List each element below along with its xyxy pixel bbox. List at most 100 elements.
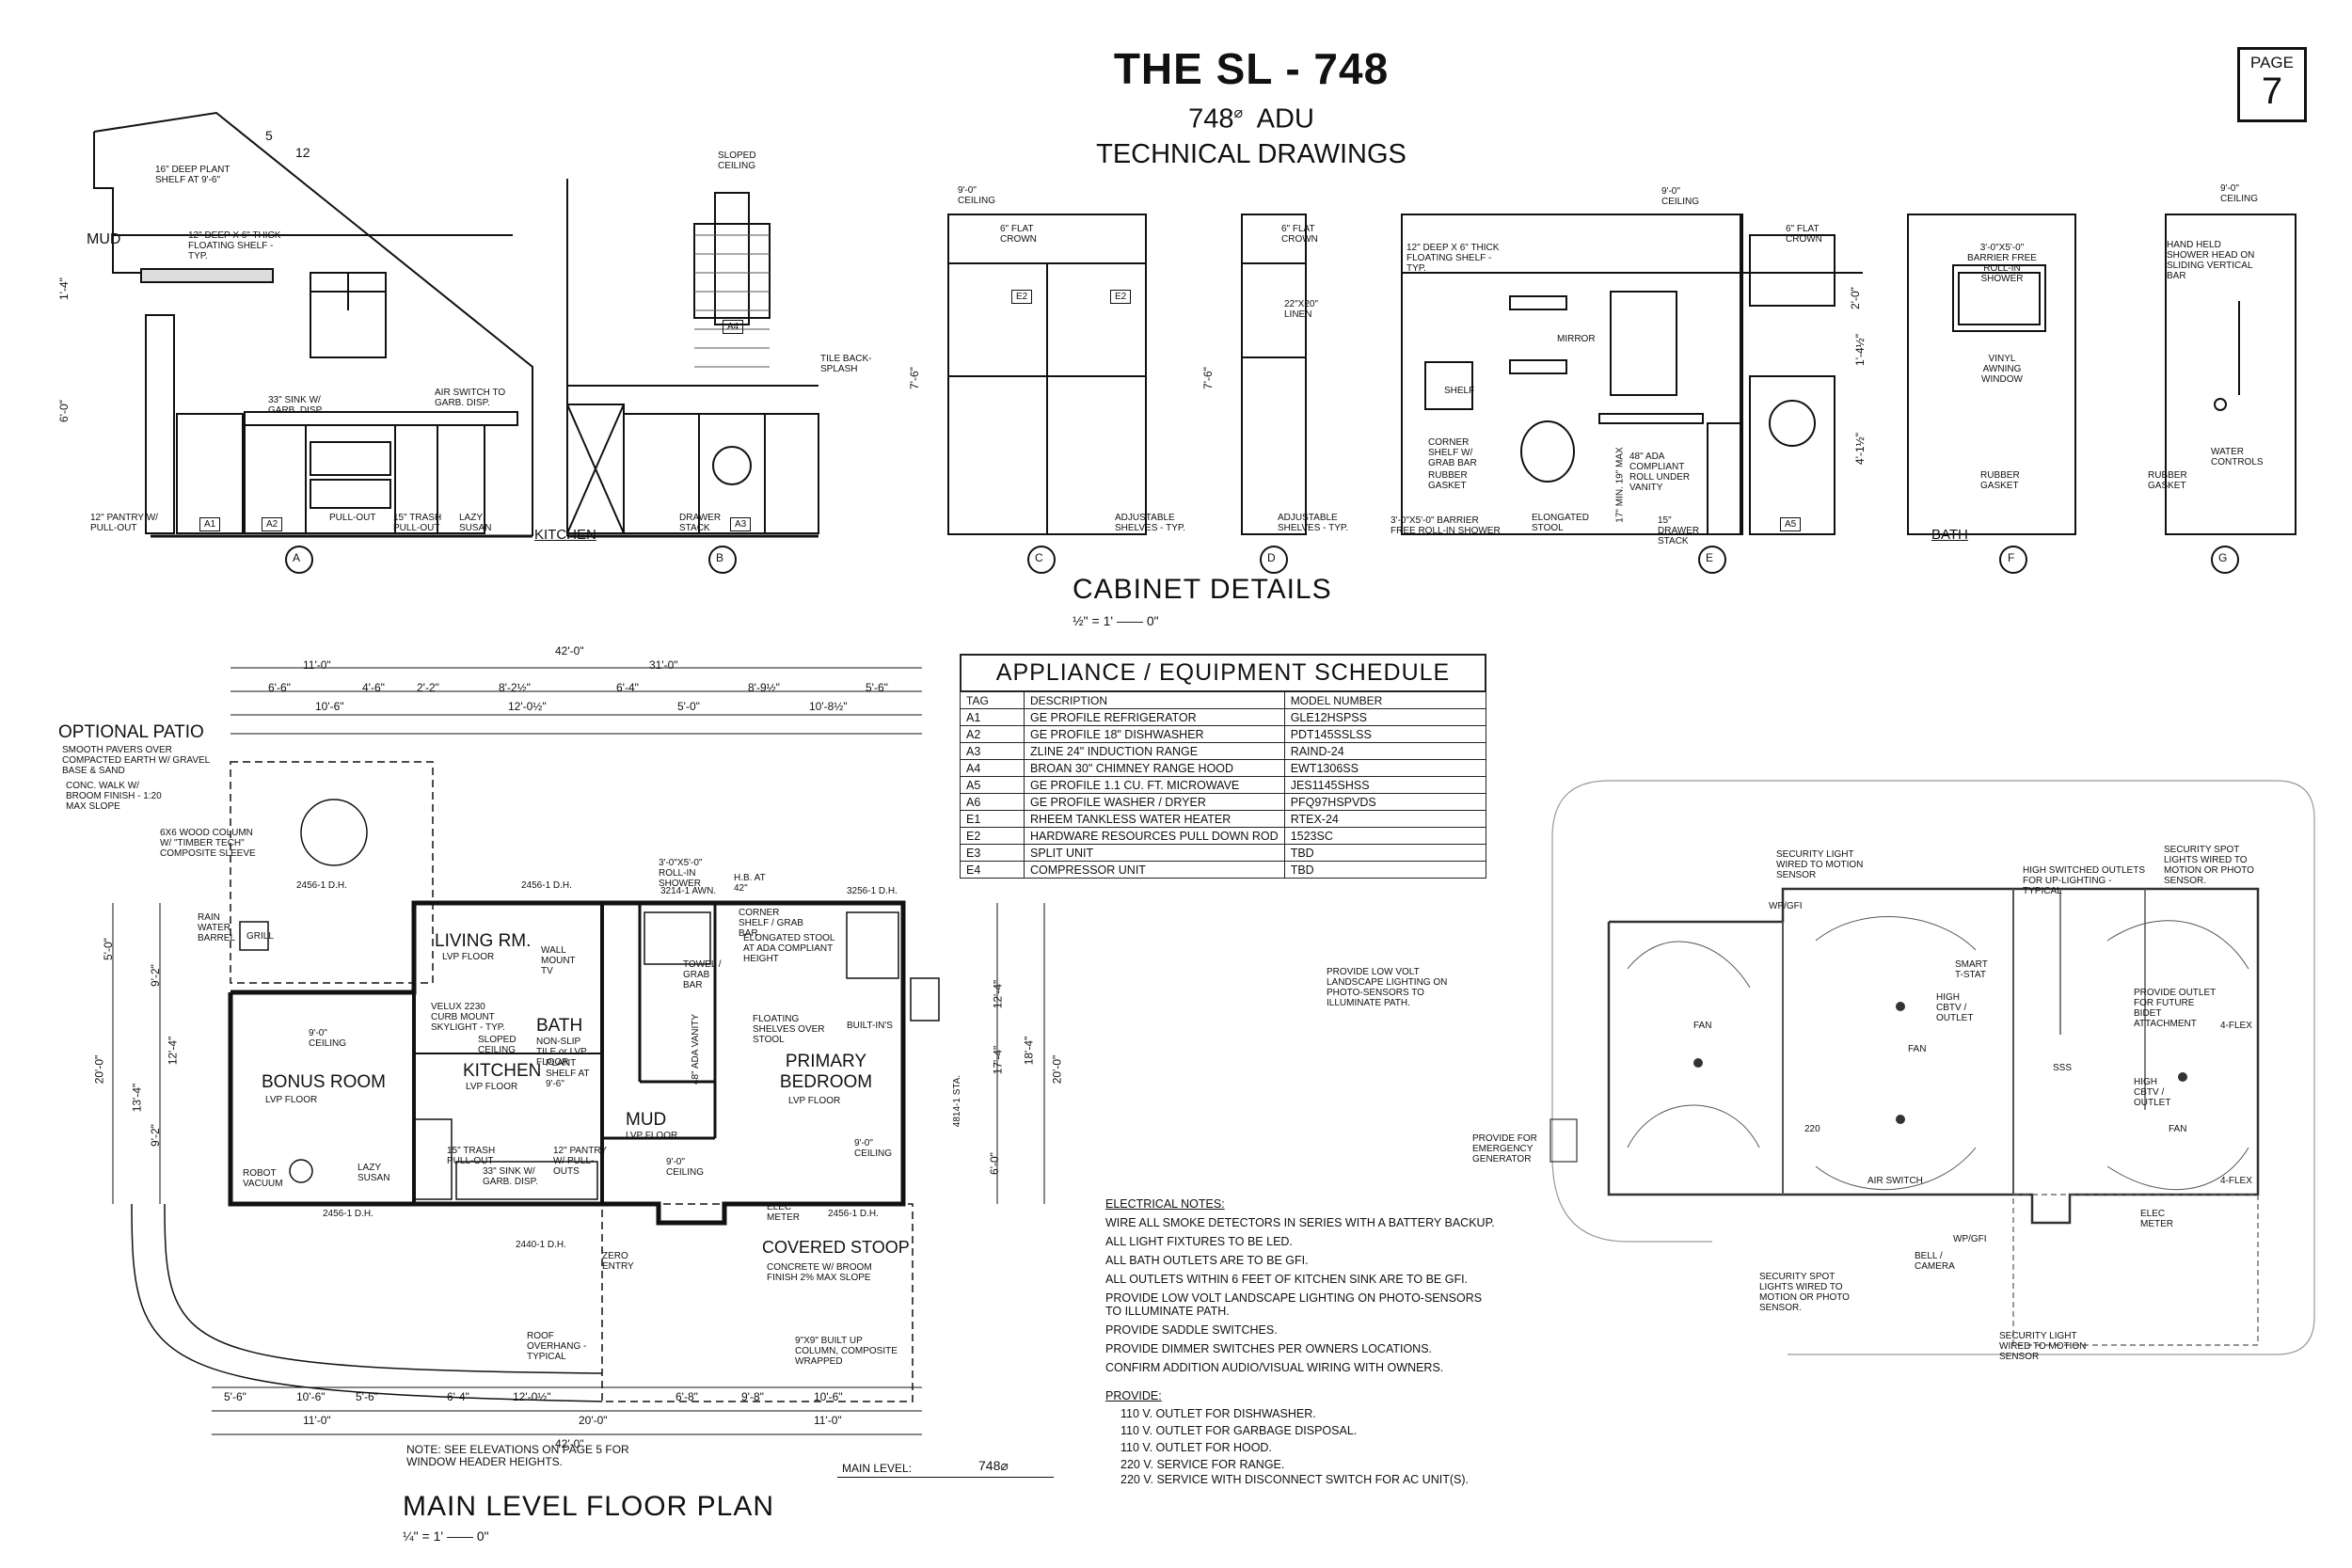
room-living-floor: LVP FLOOR	[442, 952, 495, 962]
covered-stoop-label: COVERED STOOP	[762, 1238, 910, 1257]
dim-side-2: 9'-2"	[148, 964, 162, 987]
dim-bottom-10: 20'-0"	[579, 1414, 608, 1427]
drawer15-note: 15" DRAWER STACK	[1658, 515, 1700, 546]
dim-c: 7'-6"	[907, 367, 921, 389]
awning-note: VINYL AWNING WINDOW	[1981, 354, 2023, 385]
cell-model: RTEX-24	[1283, 810, 1487, 828]
room-kitchen-floor: LVP FLOOR	[466, 1082, 518, 1092]
patio-outline	[230, 761, 434, 984]
dim-bottom-11: 11'-0"	[814, 1414, 842, 1427]
main-level-value: 748⌀	[978, 1458, 1009, 1473]
rain-barrel-note: RAIN WATER BARREL	[198, 912, 236, 943]
roof-pitch-run: 12	[295, 145, 310, 160]
dim-top-13: 10'-8½"	[809, 700, 848, 713]
elec-meter-plan-note: ELEC METER	[767, 1202, 800, 1223]
tag-e2-right: E2	[1110, 290, 1132, 304]
grill-note: GRILL	[246, 931, 274, 942]
window-3214: 3214-1 AWN.	[660, 886, 717, 896]
towel-grab-bar-note: TOWEL / GRAB BAR	[683, 959, 722, 990]
dim-bottom-8: 10'-6"	[814, 1390, 843, 1403]
dim-bottom-2: 5'-6"	[224, 1390, 246, 1403]
provide-title: PROVIDE:	[1105, 1389, 1162, 1402]
elevation-f-shower	[1907, 214, 2076, 535]
electrical-note: ALL LIGHT FIXTURES TO BE LED.	[1105, 1235, 1293, 1248]
washer-dryer	[1749, 375, 1836, 535]
cell-model: PDT145SSLSS	[1283, 725, 1487, 743]
rubber-gasket-note-g: RUBBER GASKET	[2148, 470, 2187, 491]
dim-side-6: 9'-2"	[148, 1124, 162, 1147]
built-ins-note: BUILT-IN'S	[847, 1021, 893, 1031]
ceiling-bonus-note: 9'-0" CEILING	[309, 1028, 347, 1049]
trash-plan-note: 15" TRASH PULL-OUT	[447, 1146, 496, 1166]
patio-note: SMOOTH PAVERS OVER COMPACTED EARTH W/ GR…	[62, 745, 210, 776]
sloped-ceiling-plan-note: SLOPED CEILING	[478, 1035, 516, 1055]
dim-top-4: 4'-6"	[362, 681, 385, 694]
window-4814: 4814-1 STA.	[952, 1074, 963, 1128]
adj-shelves-note-d: ADJUSTABLE SHELVES - TYP.	[1278, 513, 1349, 533]
landscape-lighting-plan-note: PROVIDE LOW VOLT LANDSCAPE LIGHTING ON P…	[1327, 967, 1448, 1008]
tag-a1: A1	[199, 517, 221, 531]
page-number-box: PAGE 7	[2237, 47, 2307, 122]
cell-description: GE PROFILE REFRIGERATOR	[1024, 708, 1285, 726]
flat-crown-note-e: 6" FLAT CROWN	[1786, 224, 1822, 245]
dim-a-2: 6'-0"	[56, 400, 71, 422]
dim-top-9: 5'-6"	[866, 681, 888, 694]
schedule-col-model: MODEL NUMBER	[1283, 691, 1487, 709]
rain-barrel	[239, 921, 269, 951]
room-kitchen: KITCHEN	[463, 1061, 542, 1081]
floor-plan-note: NOTE: SEE ELEVATIONS ON PAGE 5 FOR WINDO…	[406, 1443, 629, 1468]
provide-list: 110 V. OUTLET FOR DISHWASHER. 110 V. OUT…	[1105, 1405, 1501, 1486]
dim-top-overall: 42'-0"	[555, 644, 584, 657]
cell-model: PFQ97HSPVDS	[1283, 793, 1487, 811]
elevation-g-shower	[2165, 214, 2296, 535]
ceiling-note-c: 9'-0" CEILING	[958, 185, 996, 206]
floor-plan-scale: ¼" = 1' —— 0"	[403, 1528, 489, 1544]
dim-bottom-4: 6'-4"	[447, 1390, 469, 1403]
electrical-plan-drawing	[1549, 780, 2315, 1355]
window-2456-d: 2456-1 D.H.	[828, 1209, 879, 1219]
dim-e-vanity: 17" MIN. 19" MAX	[1614, 447, 1626, 523]
bell-camera-note: BELL / CAMERA	[1915, 1251, 1955, 1272]
patio-table	[300, 799, 368, 866]
dim-bottom-9: 11'-0"	[303, 1414, 331, 1427]
dim-side-1: 5'-0"	[101, 938, 115, 960]
security-spot-top-note: SECURITY SPOT LIGHTS WIRED TO MOTION or …	[2164, 845, 2254, 886]
dim-top-7: 6'-4"	[616, 681, 639, 694]
electrical-notes-title: ELECTRICAL NOTES:	[1105, 1197, 1225, 1211]
electrical-notes: ELECTRICAL NOTES: WIRE ALL SMOKE DETECTO…	[1105, 1195, 1501, 1486]
awning-window	[1958, 272, 2041, 325]
page-number: 7	[2261, 71, 2283, 112]
elevation-a-wall-left	[93, 132, 151, 274]
floating-shelf-note: 12" DEEP x 6" THICK FLOATING SHELF - TYP…	[188, 230, 281, 261]
vanity-note: 48" ADA COMPLIANT ROLL UNDER VANITY	[1629, 451, 1691, 493]
chimney-range-hood	[693, 223, 771, 319]
security-spot-bottom-note: SECURITY SPOT LIGHTS WIRED TO MOTION or …	[1759, 1272, 1850, 1313]
rubber-gasket-note-e: RUBBER GASKET	[1428, 470, 1468, 491]
schedule-col-tag: TAG	[960, 691, 1025, 709]
mirror-note: MIRROR	[1557, 334, 1596, 344]
dim-top-1: 11'-0"	[303, 658, 331, 672]
cell-model: TBD	[1283, 844, 1487, 862]
dim-bottom-6: 6'-8"	[675, 1390, 698, 1403]
cell-model: JES1145SHSS	[1283, 776, 1487, 794]
elevation-marker-a: A	[293, 551, 301, 564]
sloped-ceiling-note: SLOPED CEILING	[718, 150, 756, 171]
elevation-d-linen-cabinet	[1241, 214, 1307, 535]
rubber-gasket-note-f: RUBBER GASKET	[1980, 470, 2020, 491]
four-flex-top: 4-FLEX	[2220, 1021, 2252, 1031]
sink-note: 33" SINK W/ GARB. DISP.	[268, 395, 324, 416]
window-2456-b: 2456-1 D.H.	[521, 880, 572, 891]
high-switched-outlets-note: HIGH SWITCHED OUTLETS FOR UP-LIGHTING - …	[2023, 865, 2146, 896]
cell-description: BROAN 30" CHIMNEY RANGE HOOD	[1024, 759, 1285, 777]
cabinet-details-scale: ½" = 1' —— 0"	[1073, 613, 1159, 628]
high-cbtv-note-2: HIGH CBTV / OUTLET	[2134, 1077, 2171, 1108]
provide-item: 110 V. OUTLET FOR DISHWASHER.	[1120, 1407, 1316, 1420]
electrical-note: CONFIRM ADDITION AUDIO/VISUAL WIRING WIT…	[1105, 1361, 1444, 1374]
plant-shelf-plan-note: PLANT SHELF AT 9'-6"	[546, 1058, 590, 1089]
elevation-marker-c: C	[1035, 551, 1043, 564]
electrical-note: PROVIDE DIMMER SWITCHES PER OWNERS LOCAT…	[1105, 1342, 1433, 1355]
unit-symbol: ⌀	[1233, 105, 1244, 121]
